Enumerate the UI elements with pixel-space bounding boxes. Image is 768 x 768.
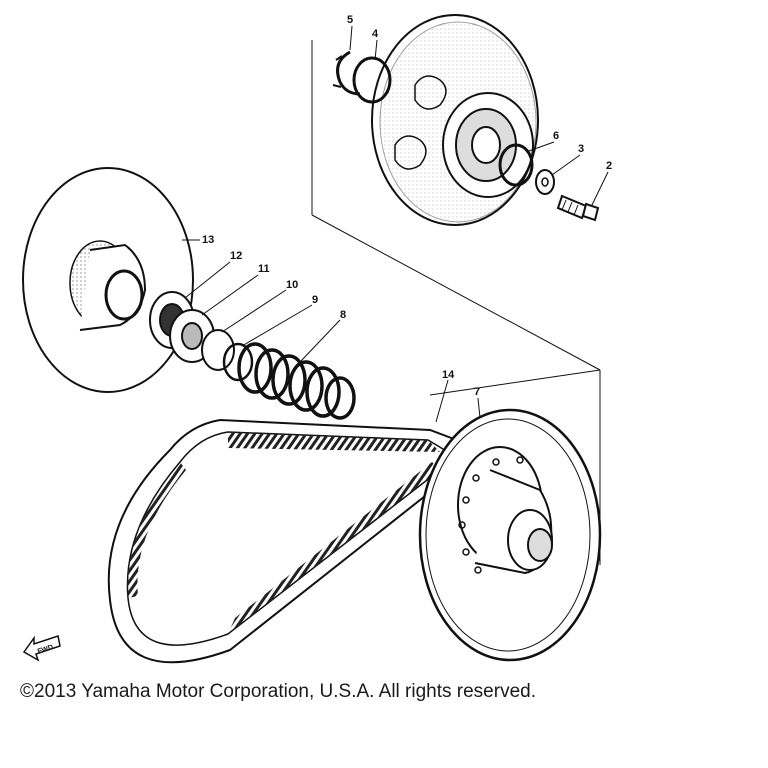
o-ring: [498, 143, 534, 187]
fwd-arrow-icon: FWD: [22, 635, 61, 662]
part-label-5: 5: [347, 14, 353, 26]
spacer: [169, 309, 215, 363]
part-label-11: 11: [258, 263, 270, 275]
fwd-arrow-label: FWD: [37, 644, 54, 656]
exploded-guide-lines: [311, 40, 601, 565]
collar: [535, 169, 555, 195]
part-label-3: 3: [578, 143, 584, 155]
part-label-7: 7: [474, 386, 480, 398]
part-label-4: 4: [372, 28, 379, 40]
part-label-14: 14: [442, 369, 455, 381]
fixed-sheave: [371, 14, 539, 226]
copyright-notice: ©2013 Yamaha Motor Corporation, U.S.A. A…: [20, 681, 536, 702]
part-label-10: 10: [286, 279, 298, 291]
part-label-12: 12: [230, 250, 242, 262]
spring-guide: [201, 329, 235, 371]
spring-seat: [222, 342, 254, 382]
part-label-2: 2: [606, 160, 612, 172]
leader-lines: [182, 25, 609, 423]
primary-sheave: [418, 408, 602, 662]
compression-spring: [237, 342, 356, 420]
part-label-9: 9: [312, 294, 318, 306]
drive-belt: [107, 418, 472, 664]
bolt: [556, 194, 600, 222]
moveable-sheave: [22, 167, 194, 393]
washer: [352, 56, 392, 104]
part-label-6: 6: [553, 130, 559, 142]
part-number-labels: 5 4 6 3 2 13 12 11 10 9 8 14 7: [202, 14, 612, 398]
part-label-8: 8: [340, 309, 346, 321]
part-label-13: 13: [202, 234, 214, 246]
circlip: [332, 50, 361, 96]
